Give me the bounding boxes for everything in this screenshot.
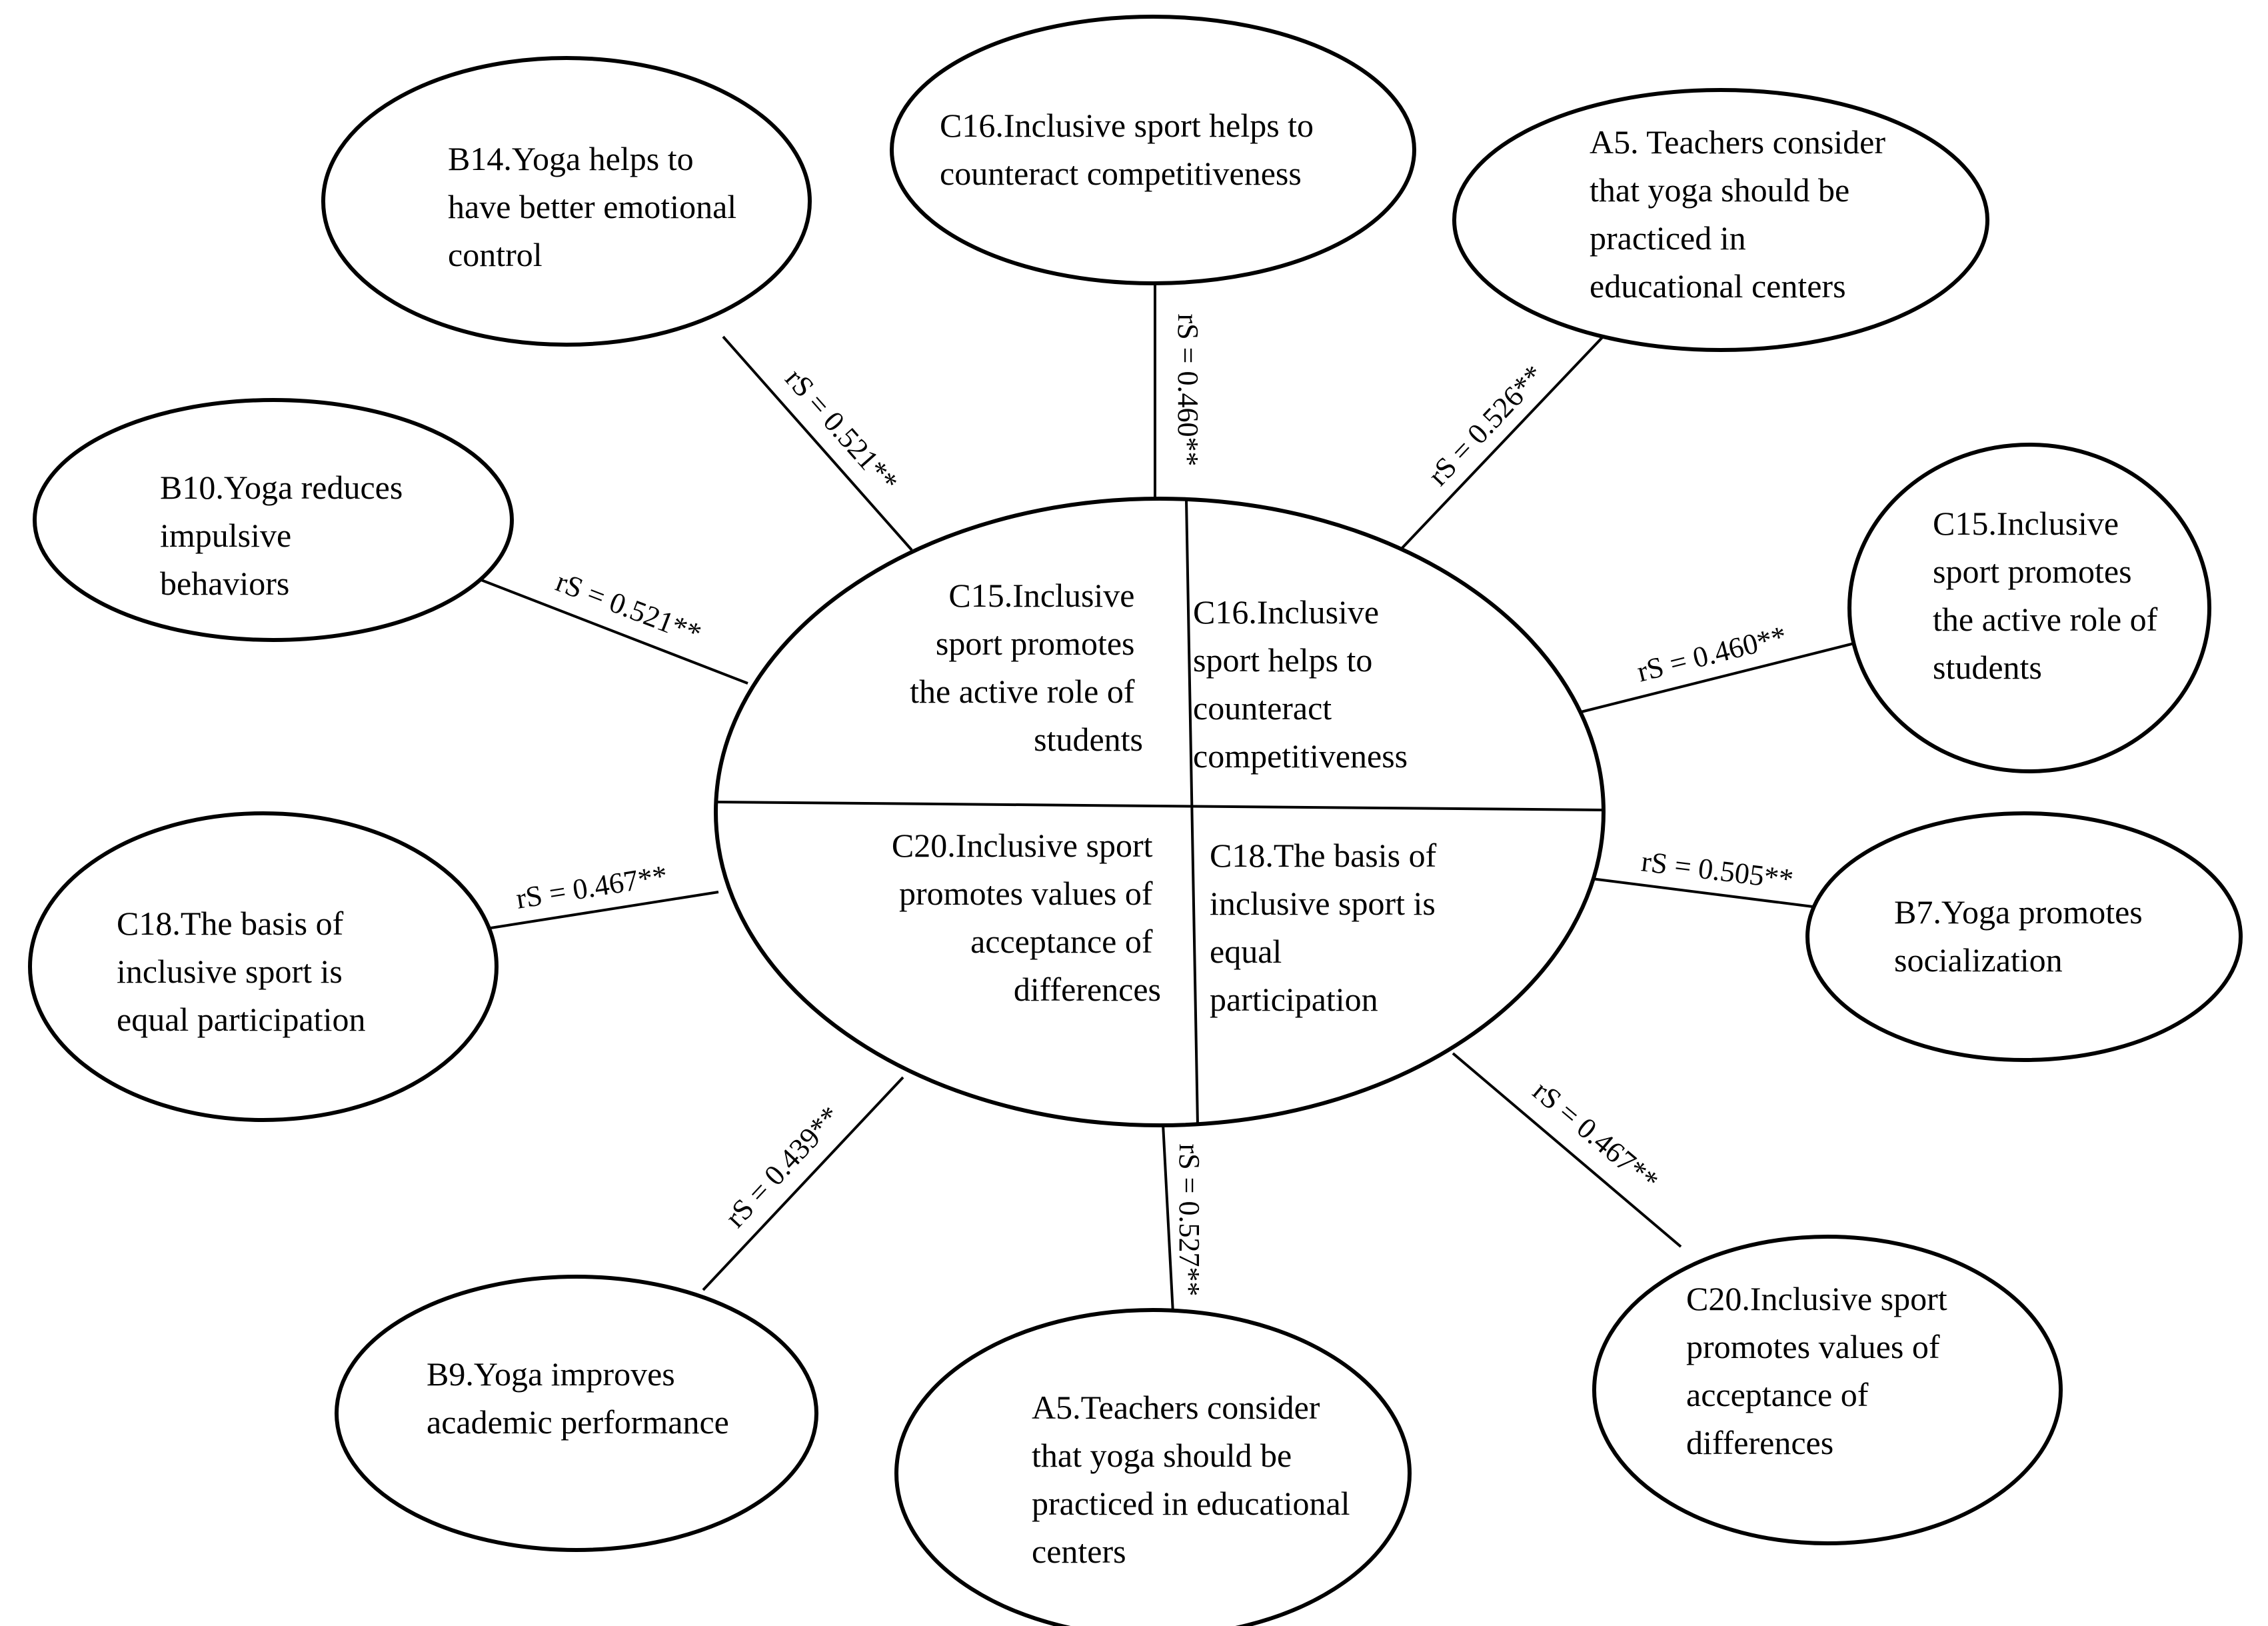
correlation-label-c20-right: rS = 0.467**: [1527, 1075, 1665, 1198]
correlation-label-c16-top: rS = 0.460**: [1172, 314, 1204, 467]
correlation-label-a5-top: rS = 0.526**: [1422, 359, 1550, 492]
node-c20-right: C20.Inclusive sport promotes values of a…: [1592, 1235, 2063, 1545]
connector-b10: [481, 579, 748, 685]
node-b14: B14.Yoga helps to have better emotional …: [321, 56, 812, 347]
node-a5-top: A5. Teachers consider that yoga should b…: [1452, 88, 1989, 352]
svg-text:C18.The basis of inclusi: C18.The basis of inclusive sport is equa…: [117, 905, 365, 1038]
node-b10: B10.Yoga reduces impulsive behaviors: [33, 398, 514, 642]
node-c18-left: C18.The basis of inclusive sport is equa…: [28, 811, 499, 1122]
connector-b9: [702, 1076, 904, 1291]
svg-text:C15.Inclusive sport prom: C15.Inclusive sport promotes the active …: [1933, 505, 2166, 686]
connector-b7: [1591, 877, 1813, 908]
svg-text:B9.Yoga improves academi: B9.Yoga improves academic performance: [427, 1355, 729, 1441]
center-quadrant-bottom-left: C20.Inclusive sport promotes values of a…: [892, 827, 1161, 1008]
center-node: C15.Inclusive sport promotes the active …: [714, 497, 1606, 1127]
svg-text:C20.Inclusive sport prom: C20.Inclusive sport promotes values of a…: [1686, 1280, 1955, 1461]
node-c15-right: C15.Inclusive sport promotes the active …: [1847, 443, 2211, 773]
svg-text:B10.Yoga reduces impulsi: B10.Yoga reduces impulsive behaviors: [160, 469, 411, 602]
svg-text:B7.Yoga promotes sociali: B7.Yoga promotes socialization: [1894, 893, 2151, 979]
center-quadrant-bottom-right: C18.The basis of inclusive sport is equa…: [1210, 837, 1445, 1018]
connector-a5-bottom: [1162, 1123, 1174, 1314]
connector-c15-right: [1580, 641, 1860, 713]
center-quadrant-top-left: C15.Inclusive sport promotes the active …: [910, 577, 1143, 758]
connector-a5-top: [1398, 332, 1608, 552]
correlation-label-a5-bottom: rS = 0.527**: [1173, 1144, 1206, 1297]
connector-c20-right: [1452, 1052, 1682, 1248]
center-quadrant-top-right: C16.Inclusive sport helps to counteract …: [1193, 593, 1408, 775]
connector-c18-left: [477, 891, 719, 931]
svg-text:B14.Yoga helps to have b: B14.Yoga helps to have better emotional …: [448, 140, 745, 273]
node-c16-top: C16.Inclusive sport helps to counteract …: [890, 15, 1416, 285]
node-b9: B9.Yoga improves academic performance: [335, 1275, 818, 1552]
node-b7: B7.Yoga promotes socialization: [1805, 811, 2243, 1062]
center-horizontal-divider: [715, 801, 1604, 811]
correlation-label-c18-left: rS = 0.467**: [514, 859, 670, 915]
svg-text:C16.Inclusive sport helps to: C16.Inclusive sport helps to counteract …: [940, 107, 1322, 192]
svg-text:A5. Teachers consider th: A5. Teachers consider that yoga should b…: [1590, 123, 1894, 305]
correlation-label-b14: rS = 0.521**: [779, 362, 904, 498]
center-vertical-divider: [1185, 499, 1199, 1126]
connector-b14: [722, 335, 913, 551]
correlation-label-b9: rS = 0.439**: [718, 1100, 846, 1234]
svg-text:A5.Teachers consider tha: A5.Teachers consider that yoga should be…: [1032, 1389, 1358, 1570]
node-a5-bottom: A5.Teachers consider that yoga should be…: [894, 1308, 1412, 1626]
